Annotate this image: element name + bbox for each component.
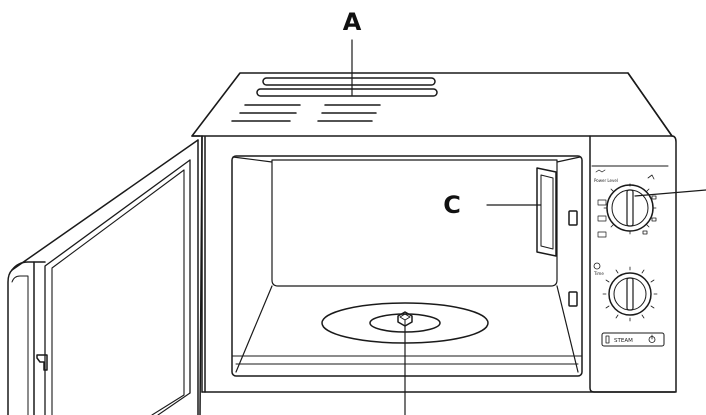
top-vents [231,77,438,122]
timer-knob[interactable] [602,266,658,322]
cabinet-right-side [627,72,673,137]
power-level-label: Power Level [594,178,618,183]
control-panel [589,135,676,393]
leader-line-knob [634,189,706,197]
vent-slot-upper [262,77,436,86]
turntable-coupler [397,311,413,327]
front-frame [201,135,677,393]
power-mode-icons [595,169,607,238]
latch-hole-lower [568,291,578,307]
door-window-frame [44,159,191,415]
waveguide-cover [536,167,557,257]
latch-hole-upper [568,210,578,226]
cavity-outer [231,155,583,377]
steam-label: STEAM [614,338,633,344]
callout-a: A [343,8,362,36]
power-knob[interactable] [603,174,657,235]
clock-icon [593,262,601,270]
door-latch-hook [36,354,48,371]
oven-cavity [231,155,583,377]
timer-label: Time [593,271,604,276]
vent-slot-lower [256,88,438,97]
steam-button[interactable] [601,332,665,347]
callout-c: C [443,191,461,219]
cavity-back-wall [271,159,558,287]
open-door [7,135,203,415]
